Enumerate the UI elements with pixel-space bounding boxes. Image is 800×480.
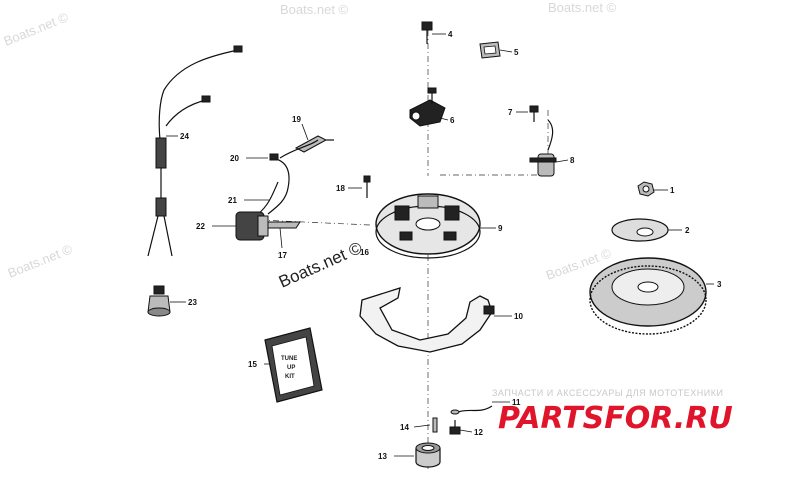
callout-13: 13: [378, 452, 387, 461]
callout-11: 11: [512, 398, 521, 407]
leader-6: [439, 117, 449, 121]
callout-18: 18: [336, 184, 345, 193]
callout-7: 7: [508, 108, 513, 117]
callout-15: 15: [248, 360, 257, 369]
leader-12: [459, 429, 473, 433]
part-condenser-8: [529, 119, 557, 177]
brand-tagline: ЗАПЧАСТИ И АКСЕССУАРЫ ДЛЯ МОТОТЕХНИКИ: [492, 388, 723, 398]
watermark-center: Boats.net ©: [276, 238, 366, 292]
leader-5: [499, 49, 513, 53]
callout-17: 17: [278, 251, 287, 260]
callout-22: 22: [196, 222, 205, 231]
centerline-coil-left: [259, 219, 371, 226]
part-key-14: [432, 417, 438, 433]
leader-8: [555, 159, 569, 163]
brand-logo: PARTSFOR.RU: [498, 401, 733, 436]
callout-6: 6: [450, 116, 455, 125]
kit-label-line-2: UP: [287, 365, 295, 371]
callout-1: 1: [670, 186, 675, 195]
callout-3: 3: [717, 280, 722, 289]
callout-20: 20: [230, 154, 239, 163]
callout-23: 23: [188, 298, 197, 307]
part-plate-10: [359, 287, 495, 353]
callout-10: 10: [514, 312, 523, 321]
part-washer-2: [611, 218, 669, 242]
leader-17: [279, 227, 283, 249]
callout-9: 9: [498, 224, 503, 233]
callout-2: 2: [685, 226, 690, 235]
callout-21: 21: [228, 196, 237, 205]
part-kit-15: TUNE UP KIT: [264, 327, 323, 403]
watermark-top-left: Boats.net ©: [2, 9, 71, 49]
callout-14: 14: [400, 423, 409, 432]
part-screw-12: [449, 420, 461, 435]
callout-16: 16: [360, 248, 369, 257]
callout-4: 4: [448, 30, 453, 39]
part-lead-11: [450, 405, 493, 415]
part-plug-23: [147, 285, 171, 317]
kit-label-line-3: KIT: [285, 374, 295, 380]
part-pad-5: [479, 41, 501, 59]
callout-12: 12: [474, 428, 483, 437]
watermark-left: Boats.net ©: [6, 241, 75, 281]
watermark-top: Boats.net ©: [280, 2, 349, 17]
part-screw-7: [529, 105, 539, 122]
callout-19: 19: [292, 115, 301, 124]
part-plugcap-19: [294, 135, 334, 153]
callout-5: 5: [514, 48, 519, 57]
part-screw-4: [421, 21, 433, 44]
watermark-top-right: Boats.net ©: [548, 0, 617, 15]
part-bushing-13: [415, 442, 441, 468]
callout-8: 8: [570, 156, 575, 165]
part-stator-9: [375, 193, 481, 259]
part-clip-17: [263, 221, 301, 229]
leader-14: [413, 424, 431, 428]
leader-19: [301, 123, 309, 141]
part-harness-24: [147, 45, 243, 257]
part-screw-18: [363, 175, 371, 198]
part-flywheel-3: [589, 257, 707, 335]
part-nut-1: [637, 181, 655, 197]
callout-24: 24: [180, 132, 189, 141]
part-points-6: [409, 87, 446, 127]
part-coil-22: [235, 139, 319, 241]
kit-label-line-1: TUNE: [281, 356, 297, 362]
